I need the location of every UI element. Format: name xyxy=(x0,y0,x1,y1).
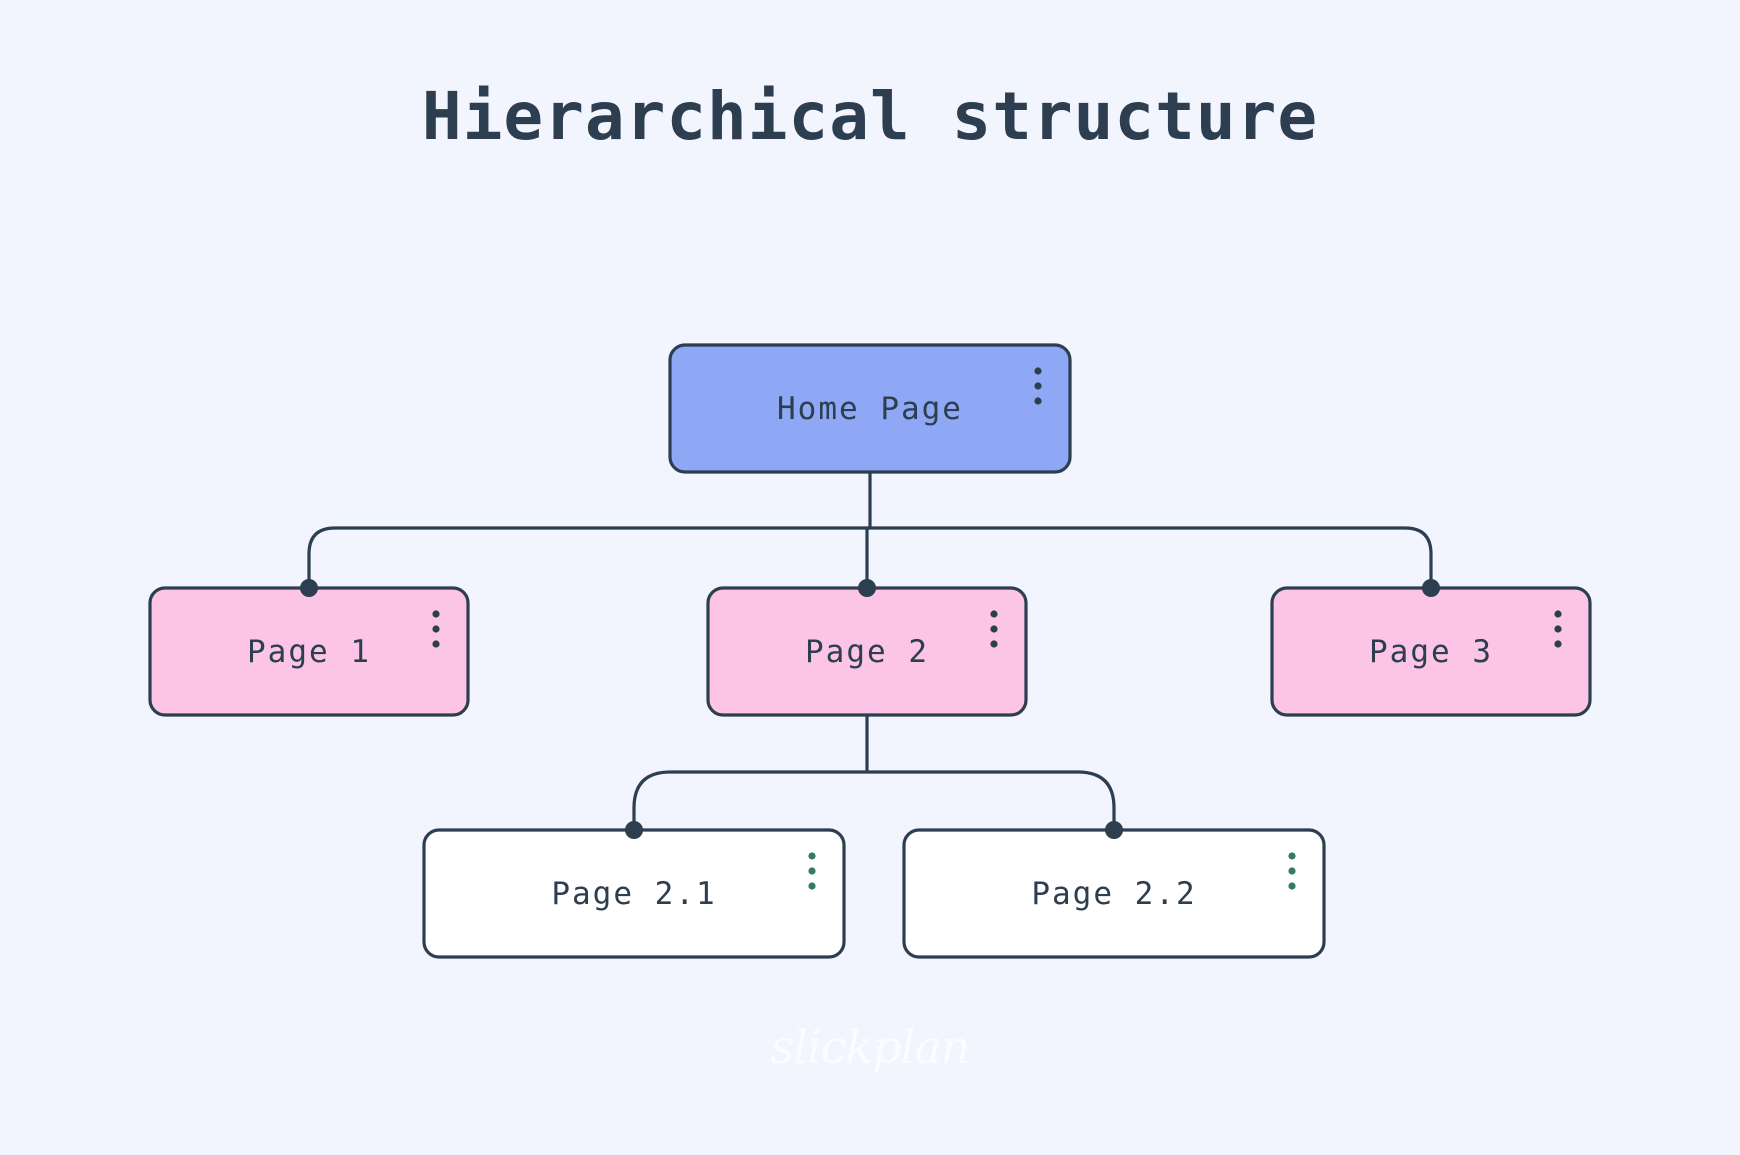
kebab-dot-1 xyxy=(808,852,816,860)
kebab-menu-icon[interactable] xyxy=(1554,610,1562,648)
connector-group-page2 xyxy=(632,715,1116,830)
connector-bus xyxy=(307,526,1433,588)
kebab-dot-2 xyxy=(1554,625,1562,633)
kebab-menu-icon[interactable] xyxy=(1034,367,1042,405)
kebab-dot-2 xyxy=(1288,867,1296,875)
node-label: Page 2.1 xyxy=(551,876,716,912)
kebab-dot-2 xyxy=(808,867,816,875)
connection-dot xyxy=(858,579,876,597)
kebab-menu-icon[interactable] xyxy=(808,852,816,890)
connection-dot xyxy=(300,579,318,597)
kebab-dot-1 xyxy=(432,610,440,618)
page-title: Hierarchical structure xyxy=(421,78,1319,155)
node-home[interactable]: Home Page xyxy=(668,343,1072,474)
kebab-menu-icon[interactable] xyxy=(1288,852,1296,890)
node-label: Page 2.2 xyxy=(1031,876,1196,912)
node-label: Page 1 xyxy=(247,634,371,670)
kebab-dot-1 xyxy=(990,610,998,618)
kebab-dot-1 xyxy=(1034,367,1042,375)
kebab-menu-icon[interactable] xyxy=(432,610,440,648)
node-label: Home Page xyxy=(777,391,963,427)
node-page2[interactable]: Page 2 xyxy=(706,579,1028,717)
connection-dot xyxy=(1105,821,1123,839)
node-page1[interactable]: Page 1 xyxy=(148,579,470,717)
kebab-dot-2 xyxy=(432,625,440,633)
connector-bus xyxy=(632,770,1116,830)
node-page3[interactable]: Page 3 xyxy=(1270,579,1592,717)
node-label: Page 3 xyxy=(1369,634,1493,670)
kebab-dot-3 xyxy=(1288,882,1296,890)
kebab-dot-2 xyxy=(1034,382,1042,390)
kebab-dot-1 xyxy=(1554,610,1562,618)
kebab-dot-3 xyxy=(990,640,998,648)
node-page21[interactable]: Page 2.1 xyxy=(422,821,846,959)
node-page22[interactable]: Page 2.2 xyxy=(902,821,1326,959)
node-box[interactable] xyxy=(668,343,1072,474)
connection-dot xyxy=(1422,579,1440,597)
connector-layer xyxy=(307,472,1433,830)
kebab-dot-1 xyxy=(1288,852,1296,860)
node-label: Page 2 xyxy=(805,634,929,670)
slickplan-watermark: slickplan xyxy=(770,1020,971,1074)
connector-group-home xyxy=(307,472,1433,588)
kebab-dot-2 xyxy=(990,625,998,633)
kebab-dot-3 xyxy=(808,882,816,890)
kebab-menu-icon[interactable] xyxy=(990,610,998,648)
connection-dot xyxy=(625,821,643,839)
kebab-dot-3 xyxy=(1034,397,1042,405)
kebab-dot-3 xyxy=(1554,640,1562,648)
kebab-dot-3 xyxy=(432,640,440,648)
